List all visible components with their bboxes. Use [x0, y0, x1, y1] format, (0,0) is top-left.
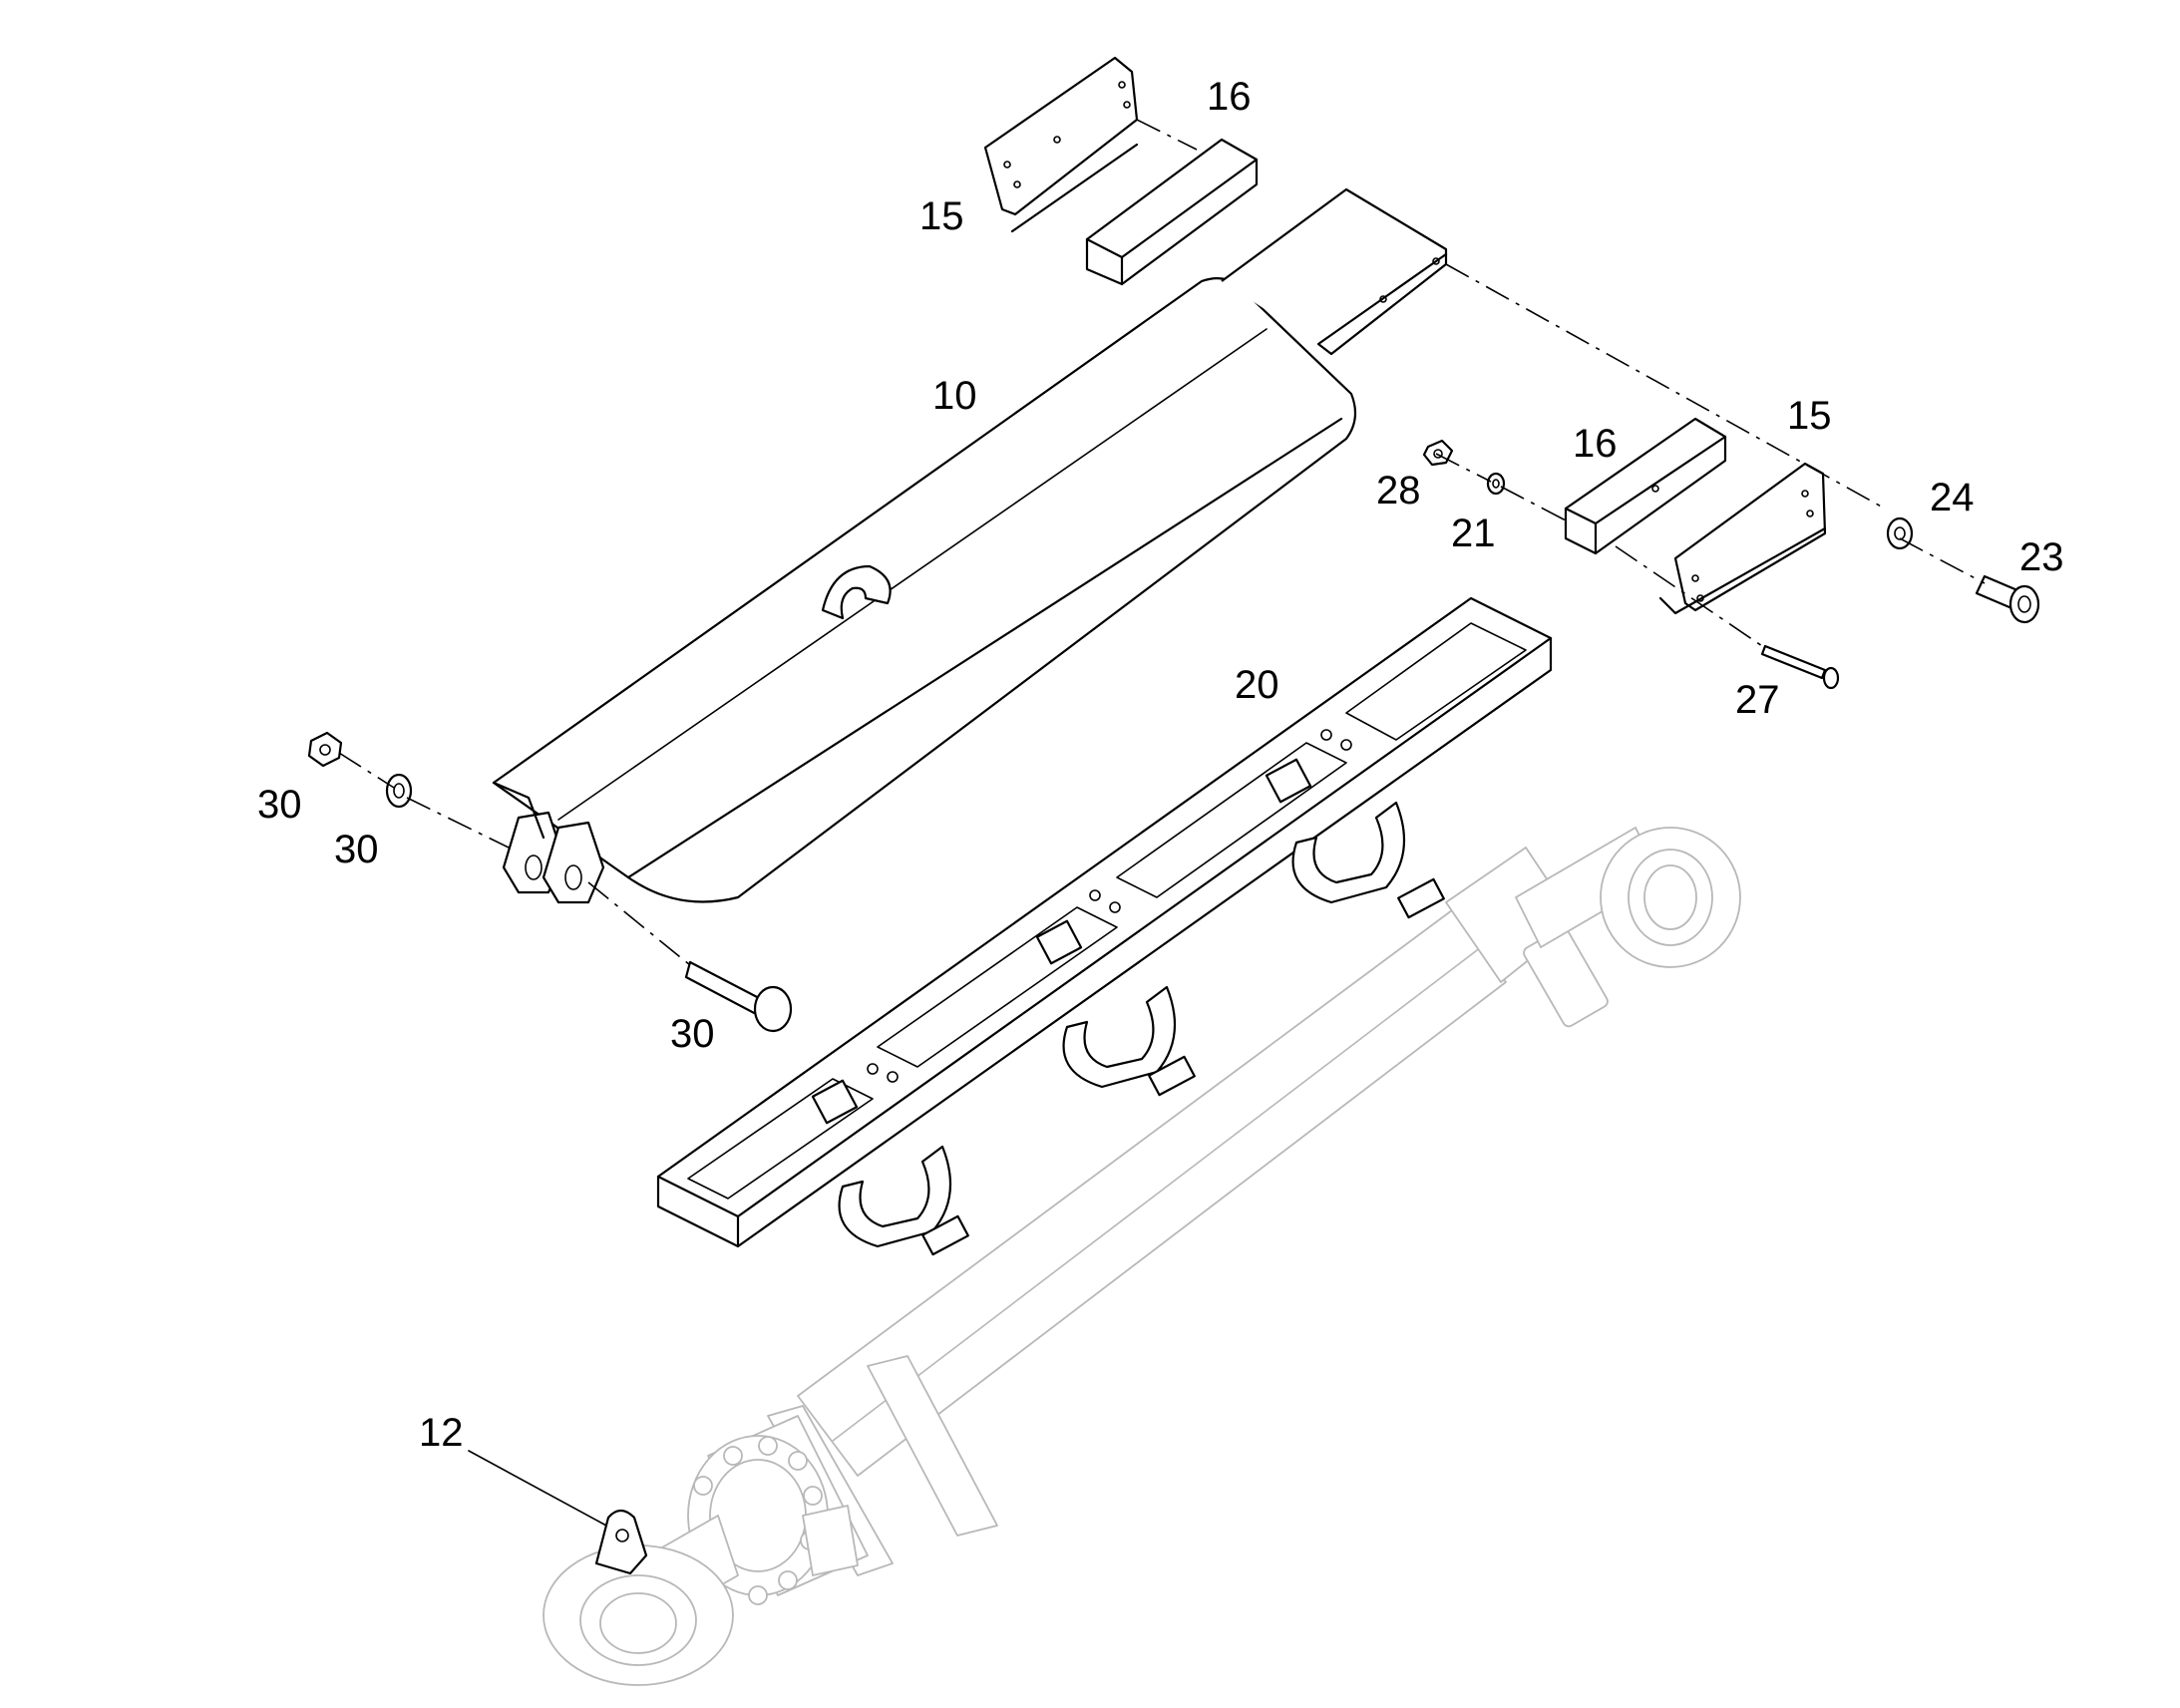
item-21-washer [1486, 472, 1506, 496]
callout-10: 10 [932, 374, 977, 418]
clamp-right [1265, 758, 1445, 919]
callout-16-right: 16 [1573, 422, 1618, 466]
callout-30-washer: 30 [334, 828, 379, 871]
item-27-bolt [1760, 644, 1840, 690]
item-30-washer [385, 773, 413, 809]
callouts: 16 15 10 15 16 28 21 24 23 27 20 30 30 3… [257, 75, 2064, 1455]
item-12-lug [468, 1450, 648, 1575]
item-16-upper-channel [1085, 138, 1259, 286]
callout-24: 24 [1930, 476, 1975, 519]
callout-30-nut: 30 [257, 783, 302, 827]
item-15-lower-plate [1658, 462, 1827, 615]
item-20-frame [656, 596, 1553, 1256]
callout-15-top: 15 [919, 194, 964, 238]
callout-30-pin: 30 [670, 1012, 715, 1056]
callout-27: 27 [1735, 678, 1780, 722]
callout-12: 12 [419, 1411, 464, 1455]
support-rail [1221, 187, 1448, 356]
assembly-lines [338, 119, 1986, 966]
item-30-pin [684, 960, 793, 1033]
item-23-screw [1975, 574, 2040, 624]
item-30-nut [307, 731, 343, 768]
item-24-washer [1886, 516, 1914, 550]
hydraulic-cylinder-ghost [543, 827, 1741, 1686]
callout-15-right: 15 [1787, 394, 1832, 438]
clamp-left [811, 1079, 969, 1256]
callout-21: 21 [1451, 512, 1496, 555]
item-15-upper-plate [983, 56, 1139, 233]
callout-28: 28 [1376, 469, 1421, 512]
item-16-lower-channel [1564, 417, 1727, 555]
item-28-nut [1422, 439, 1454, 467]
clamp-middle [1035, 919, 1196, 1097]
callout-23: 23 [2019, 535, 2064, 579]
item-10-cover [492, 277, 1357, 904]
callout-20: 20 [1235, 663, 1279, 707]
callout-16-top: 16 [1207, 75, 1252, 119]
